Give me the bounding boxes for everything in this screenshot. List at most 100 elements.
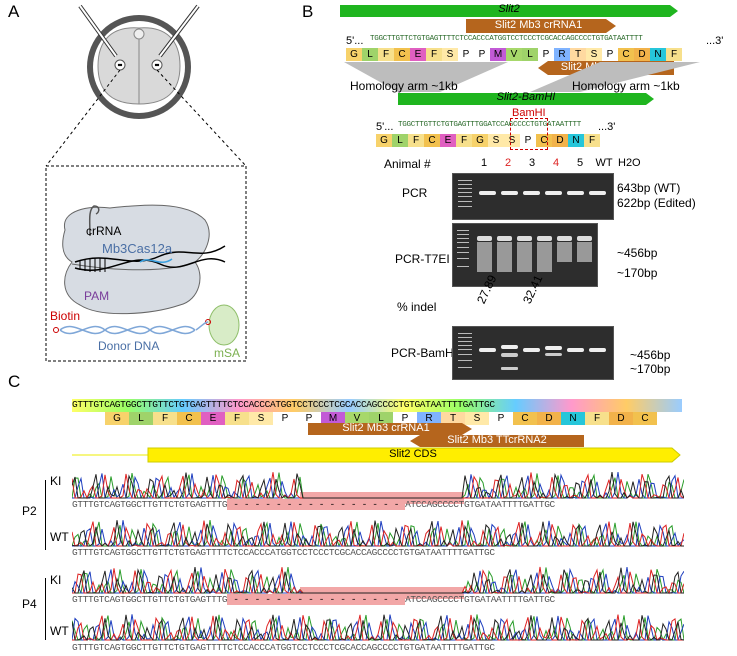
- bot-sequence: TGGCTTGTTCTGTGAGTTTGGATCCAGCCCCTGTGATAAT…: [398, 121, 582, 129]
- pcr-label: PCR: [402, 186, 428, 200]
- p4-wt-label: WT: [50, 624, 69, 638]
- amino-acid-cell: F: [666, 48, 682, 61]
- donor-label: Donor DNA: [98, 339, 160, 353]
- homology-right: Homology arm ~1kb: [572, 79, 680, 93]
- msa-blob: [208, 304, 240, 346]
- pcr-band-2: 622bp (Edited): [617, 196, 696, 210]
- amino-acid-cell: D: [634, 48, 650, 61]
- homology-left: Homology arm ~1kb: [350, 79, 458, 93]
- bamhi-label: BamHI: [512, 107, 546, 119]
- amino-acid-cell: C: [536, 134, 552, 147]
- c-ttcrrna2-arrow: [410, 435, 584, 447]
- amino-acid-cell: G: [105, 412, 129, 425]
- amino-acid-cell: D: [609, 412, 633, 425]
- amino-acid-cell: G: [346, 48, 362, 61]
- p4-label: P4: [22, 597, 37, 611]
- amino-acid-cell: P: [602, 48, 618, 61]
- amino-acid-cell: C: [424, 134, 440, 147]
- amino-acid-cell: V: [345, 412, 369, 425]
- crrna1-arrow: [466, 19, 616, 33]
- msa-label: mSA: [214, 346, 241, 360]
- chromatogram-trace: [72, 520, 684, 548]
- top-seq-suffix: ...3': [706, 35, 724, 47]
- amino-acid-cell: N: [561, 412, 585, 425]
- amino-acid-cell: P: [297, 412, 321, 425]
- animal-label: Animal #: [384, 157, 431, 171]
- amino-acid-cell: F: [225, 412, 249, 425]
- cds-bar: [72, 447, 681, 463]
- amino-acid-cell: P: [489, 412, 513, 425]
- slit2-bamhi-label: Slit2-BamHI: [496, 91, 556, 103]
- t7ei-label: PCR-T7EI: [395, 252, 450, 266]
- amino-acid-cell: P: [474, 48, 490, 61]
- amino-acid-cell: S: [504, 134, 520, 147]
- biotin-label: Biotin: [50, 309, 81, 323]
- slit2-gene-arrow: [340, 5, 678, 17]
- cas12a-blob: [62, 204, 210, 315]
- amino-acid-cell: L: [129, 412, 153, 425]
- p4-ki-seq: GTTTGTCAGTGGCTTGTTCTGTGAGTTTG- - - - - -…: [72, 594, 555, 605]
- amino-acid-cell: F: [378, 48, 394, 61]
- panel-a-diagram: [45, 4, 247, 362]
- chromatogram-trace: [72, 567, 684, 595]
- amino-acid-cell: P: [520, 134, 536, 147]
- enzyme-label: Mb3Cas12a: [102, 241, 173, 256]
- lane-label: 3: [528, 157, 536, 169]
- p2-wt-seq: GTTTGTCAGTGGCTTGTTCTGTGAGTTTTCTCCACCCATG…: [72, 547, 495, 558]
- top-sequence: TGGCTTGTTCTGTGAGTTTTCTCCACCCATGGTCCTCCCT…: [370, 35, 643, 43]
- crrna-label: crRNA: [86, 224, 122, 238]
- panel-a-label: A: [8, 2, 20, 21]
- amino-acid-cell: S: [442, 48, 458, 61]
- lane-label: 1: [480, 157, 488, 169]
- amino-acid-cell: D: [552, 134, 568, 147]
- amino-acid-cell: C: [513, 412, 537, 425]
- amino-acid-cell: M: [321, 412, 345, 425]
- gel-pcr: [452, 173, 614, 220]
- amino-acid-cell: V: [506, 48, 522, 61]
- slit2-bamhi-arrow: [398, 93, 654, 105]
- p4-ki-label: KI: [50, 573, 62, 587]
- p2-wt-label: WT: [50, 530, 69, 544]
- zoom-box: [45, 165, 247, 362]
- bamhi-band-2: ~170bp: [630, 362, 671, 376]
- amino-acid-cell: R: [554, 48, 570, 61]
- amino-acid-cell: F: [585, 412, 609, 425]
- amino-acid-cell: P: [538, 48, 554, 61]
- panel-b-label: B: [302, 2, 314, 21]
- amino-acid-cell: M: [490, 48, 506, 61]
- amino-acid-cell: L: [369, 412, 393, 425]
- amino-acid-cell: C: [394, 48, 410, 61]
- cds-label: Slit2 CDS: [389, 448, 437, 460]
- pam-label: PAM: [84, 289, 110, 303]
- c-crrna1-label: Slit2 Mb3 crRNA1: [342, 422, 430, 434]
- amino-acid-cell: N: [568, 134, 584, 147]
- amino-acid-cell: E: [440, 134, 456, 147]
- amino-acid-cell: S: [249, 412, 273, 425]
- panel-c-label: C: [8, 372, 21, 391]
- chromatogram-trace: [72, 520, 684, 548]
- amino-acid-cell: L: [362, 48, 378, 61]
- amino-acid-cell: P: [458, 48, 474, 61]
- amino-acid-cell: S: [488, 134, 504, 147]
- bamhi-band-1: ~456bp: [630, 348, 671, 362]
- chromatogram-trace: [72, 472, 684, 500]
- c-crrna1-arrow: [308, 423, 472, 435]
- amino-acid-cell: T: [441, 412, 465, 425]
- bot-seq-suffix: ...3': [598, 121, 616, 133]
- lane-label: 5: [576, 157, 584, 169]
- pcr-band-1: 643bp (WT): [617, 181, 681, 195]
- p2-ki-label: KI: [50, 474, 62, 488]
- amino-acid-cell: E: [201, 412, 225, 425]
- amino-acid-cell: F: [408, 134, 424, 147]
- amino-acid-cell: R: [417, 412, 441, 425]
- p4-wt-seq: GTTTGTCAGTGGCTTGTTCTGTGAGTTTTCTCCACCCATG…: [72, 642, 495, 653]
- amino-acid-cell: L: [392, 134, 408, 147]
- lane-label: 2: [504, 157, 512, 169]
- chromatogram-trace: [72, 614, 684, 642]
- amino-acid-cell: D: [537, 412, 561, 425]
- amino-acid-cell: S: [465, 412, 489, 425]
